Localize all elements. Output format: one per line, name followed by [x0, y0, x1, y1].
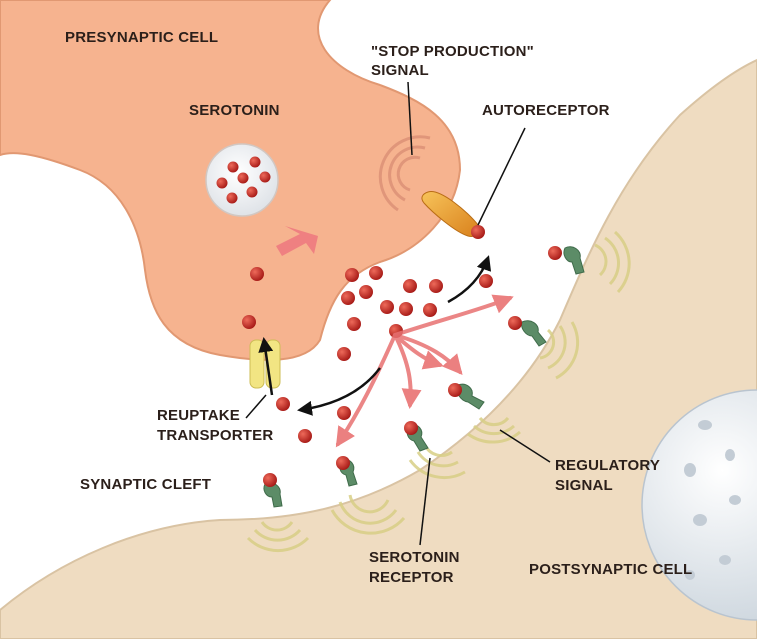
label-regulatory-line2: SIGNAL — [555, 476, 613, 495]
label-serotonin-receptor-line1: SEROTONIN — [369, 548, 460, 567]
label-synaptic-cleft: SYNAPTIC CLEFT — [80, 475, 211, 494]
label-regulatory-line1: REGULATORY — [555, 456, 660, 475]
label-stop-production-line2: SIGNAL — [371, 61, 429, 80]
label-reuptake-line2: TRANSPORTER — [157, 426, 273, 445]
label-presynaptic-cell: PRESYNAPTIC CELL — [65, 28, 218, 47]
label-serotonin-receptor-line2: RECEPTOR — [369, 568, 454, 587]
label-postsynaptic-cell: POSTSYNAPTIC CELL — [529, 560, 692, 579]
label-reuptake-line1: REUPTAKE — [157, 406, 240, 425]
label-serotonin: SEROTONIN — [189, 101, 280, 120]
label-autoreceptor: AUTORECEPTOR — [482, 101, 610, 120]
autoreceptor-serotonin — [471, 225, 485, 239]
label-stop-production-line1: "STOP PRODUCTION" — [371, 42, 534, 61]
